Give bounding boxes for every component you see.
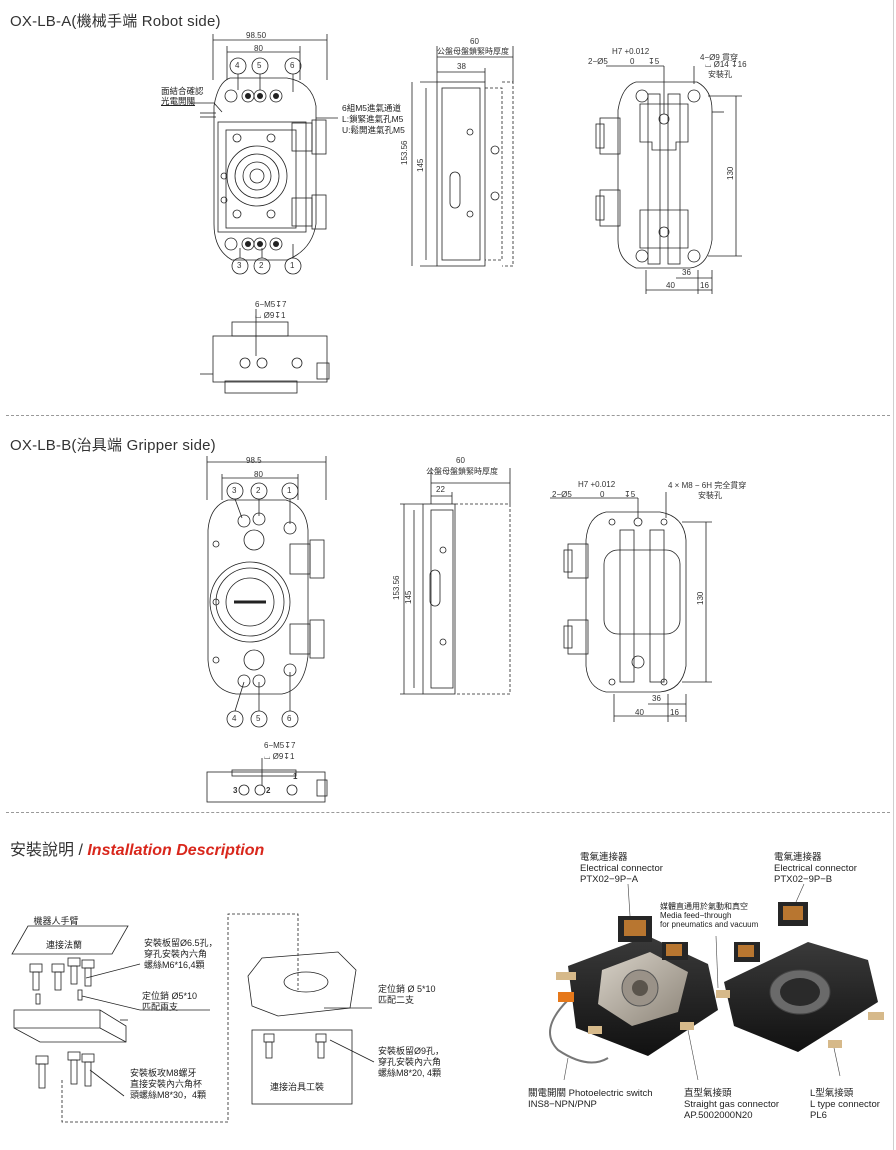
air-note-line3: U:鬆開進氣孔M5 <box>342 125 405 135</box>
install-note-a2: 定位銷 Ø5*10 匹配兩支 <box>142 991 198 1012</box>
port-label-top-3: 6 <box>290 61 295 70</box>
a-back-hole-note-line1: 4−Ø9 貫穿 <box>700 53 739 62</box>
b-back-dim-16: 16 <box>670 708 679 717</box>
straight-connector-label: 直型氣接頭 Straight gas connector AP.5002000N… <box>684 1088 780 1121</box>
port-label-bottom-3: 1 <box>290 261 295 270</box>
port-label-top-2: 5 <box>257 61 262 70</box>
b-port-label-bottom-1: 4 <box>232 714 237 723</box>
a-back-tol-zero: 0 <box>630 57 635 66</box>
sensor-note-line1: 面結合確認 <box>161 86 204 96</box>
b-port-label-top-2: 2 <box>256 486 261 495</box>
a-back-dim-height: 130 <box>726 166 735 180</box>
b-port-label-top-1: 3 <box>232 486 237 495</box>
photoelectric-switch-label: 關電開關 Photoelectric switch INS8−NPN/PNP <box>528 1088 653 1110</box>
b-bottom-label-3: 1 <box>293 772 298 781</box>
gripper-side-side-drawing <box>400 468 511 695</box>
air-note-line1: 6組M5進氣通道 <box>342 103 402 113</box>
a-back-dim-16: 16 <box>700 281 709 290</box>
a-back-hole-note-line2: ⌴ Ø14 ↧16 <box>705 60 747 69</box>
dim-b-front-width-inner: 80 <box>254 470 263 479</box>
b-back-dim-height: 130 <box>696 591 705 605</box>
dim-b-front-width-outer: 98.5 <box>246 456 262 465</box>
robot-arm-label: 機器人手臂 <box>33 916 79 926</box>
media-feedthrough-label: 媒體直通用於氣動和真空 Media feed−through for pneum… <box>660 902 759 929</box>
section-a-title: OX-LB-A(機械手端 Robot side) <box>10 13 221 30</box>
section-divider-1 <box>6 415 890 416</box>
gripper-side-front-drawing <box>206 456 328 803</box>
b-side-dim-note: 公盤母盤鎖緊時厚度 <box>426 467 498 476</box>
a-back-dim-36: 36 <box>682 268 691 277</box>
a-back-pin-note: 2−Ø5 <box>588 57 608 66</box>
install-note-a3: 安裝板攻M8螺牙 直接安裝內六角杯 頭螺絲M8*30，4顆 <box>130 1068 207 1100</box>
gripper-side-back-drawing <box>550 492 712 722</box>
install-note-b2: 安裝板留Ø9孔， 穿孔安裝內六角 螺絲M8*20, 4顆 <box>378 1046 445 1078</box>
b-back-dim-40: 40 <box>635 708 644 717</box>
robot-side-back-drawing <box>595 65 742 294</box>
a-hole-note-line1: 6−M5↧7 <box>255 300 287 309</box>
b-port-label-bottom-2: 5 <box>256 714 261 723</box>
b-port-label-top-3: 1 <box>287 486 292 495</box>
port-label-bottom-2: 2 <box>259 261 264 270</box>
port-label-bottom-1: 3 <box>237 261 242 270</box>
a-back-dim-40: 40 <box>666 281 675 290</box>
b-back-depth-note: ↧5 <box>624 490 636 499</box>
b-back-tol-zero: 0 <box>600 490 605 499</box>
b-port-label-bottom-3: 6 <box>287 714 292 723</box>
installation-diagram <box>11 913 375 1123</box>
a-side-dim-note: 公盤母盤鎖緊時厚度 <box>437 47 509 56</box>
b-back-pin-note: 2−Ø5 <box>552 490 572 499</box>
b-bottom-label-2: 2 <box>266 786 271 795</box>
b-side-dim-depth: 22 <box>436 485 445 494</box>
b-hole-note-line2: ⌴ Ø9↧1 <box>264 752 295 761</box>
dim-a-front-width-outer: 98.50 <box>246 31 267 40</box>
install-note-b1: 定位銷 Ø 5*10 匹配二支 <box>378 984 436 1005</box>
port-label-top-1: 4 <box>235 61 240 70</box>
a-back-hole-note-line3: 安裝孔 <box>708 70 732 79</box>
b-bottom-label-1: 3 <box>233 786 238 795</box>
robot-side-front-drawing <box>190 34 338 394</box>
b-hole-note-line1: 6−M5↧7 <box>264 741 296 750</box>
page-edge-line <box>893 0 894 1150</box>
dim-a-front-width-inner: 80 <box>254 44 263 53</box>
section-b-title: OX-LB-B(治具端 Gripper side) <box>10 437 216 454</box>
fixture-label: 連接治具工裝 <box>270 1082 325 1092</box>
elec-connector-a-label: 電氣連接器 Electrical connector PTX02−9P−A <box>580 852 663 885</box>
install-note-a1: 安裝板留Ø6.5孔， 穿孔安裝內六角 螺絲M6*16,4顆 <box>144 938 218 970</box>
installation-title: 安裝說明 / Installation Description <box>10 836 264 860</box>
l-type-connector-label: L型氣接頭 L type connector PL6 <box>810 1088 880 1121</box>
a-hole-note-line2: ⌴ Ø9↧1 <box>255 311 286 320</box>
b-back-dim-36: 36 <box>652 694 661 703</box>
robot-side-side-drawing <box>411 46 514 267</box>
a-side-dim-depth: 38 <box>457 62 466 71</box>
sensor-note-line2: 光電開關 <box>161 96 196 106</box>
a-side-dim-total: 60 <box>470 37 479 46</box>
installation-title-en: Installation Description <box>87 842 265 859</box>
elec-connector-b-label: 電氣連接器 Electrical connector PTX02−9P−B <box>774 852 857 885</box>
b-back-hole-note-line1: 4 × M8 − 6H 完全貫穿 <box>668 481 747 490</box>
a-back-tol-note: H7 +0.012 <box>612 47 650 56</box>
a-back-depth-note: ↧5 <box>648 57 660 66</box>
installation-title-cn: 安裝說明 / <box>10 842 88 859</box>
air-note-line2: L:鎖緊進氣孔M5 <box>342 114 404 124</box>
product-photo <box>549 883 884 1081</box>
section-divider-2 <box>6 812 890 813</box>
b-back-tol-note: H7 +0.012 <box>578 480 616 489</box>
flange-label: 連接法蘭 <box>46 940 83 950</box>
b-side-dim-total: 60 <box>456 456 465 465</box>
b-back-hole-note-line2: 安裝孔 <box>698 491 722 500</box>
